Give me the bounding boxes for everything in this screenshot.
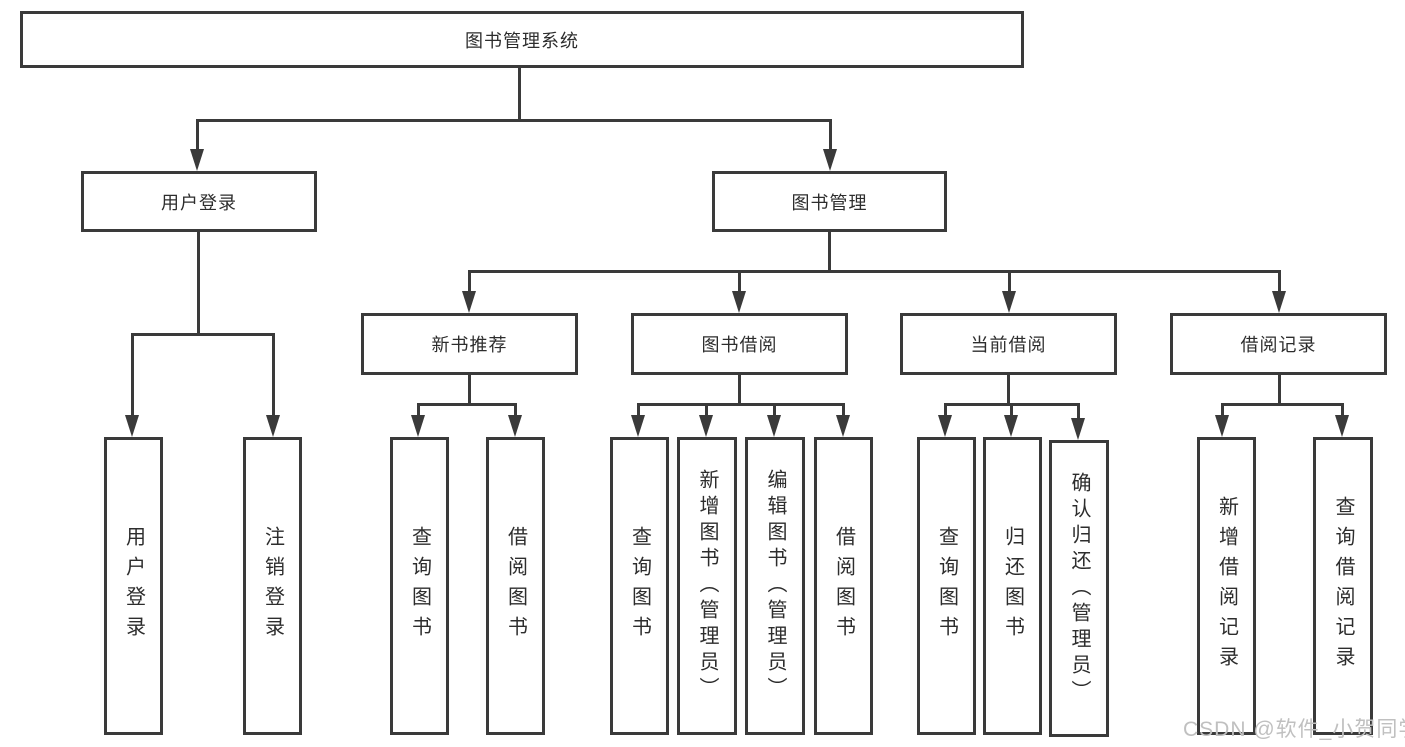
arrow-down-icon bbox=[125, 415, 139, 437]
leaf-borrow-borrow-label: 借阅图书 bbox=[832, 526, 855, 646]
leaf-borrow-query: 查询图书 bbox=[610, 437, 669, 735]
connector-arrow-shaft bbox=[196, 119, 199, 151]
leaf-borrow-edit-admin-label: 编辑图书（管理员） bbox=[764, 469, 786, 703]
arrow-down-icon bbox=[1215, 415, 1229, 437]
leaf-current-confirm-admin: 确认归还（管理员） bbox=[1049, 440, 1109, 737]
arrow-down-icon bbox=[631, 415, 645, 437]
leaf-newbook-query: 查询图书 bbox=[390, 437, 449, 735]
connector-arrow-shaft bbox=[829, 119, 832, 151]
arrow-down-icon bbox=[1071, 418, 1085, 440]
node-book-management-label: 图书管理 bbox=[791, 192, 868, 213]
leaf-records-query-label: 查询借阅记录 bbox=[1332, 496, 1354, 676]
connector-arrow-shaft bbox=[1010, 403, 1013, 416]
connector-level1-rail bbox=[197, 119, 832, 122]
leaf-logout: 注销登录 bbox=[243, 437, 302, 735]
leaf-borrow-add-admin: 新增图书（管理员） bbox=[677, 437, 737, 735]
arrow-down-icon bbox=[508, 415, 522, 437]
arrow-down-icon bbox=[1272, 291, 1286, 313]
leaf-newbook-borrow: 借阅图书 bbox=[486, 437, 545, 735]
connector-user-login-trunk bbox=[197, 232, 200, 334]
leaf-current-query-label: 查询图书 bbox=[935, 526, 958, 646]
arrow-down-icon bbox=[732, 291, 746, 313]
leaf-borrow-query-label: 查询图书 bbox=[628, 526, 651, 646]
connector-arrow-shaft bbox=[842, 403, 845, 416]
leaf-current-confirm-admin-label: 确认归还（管理员） bbox=[1068, 471, 1090, 706]
connector-arrow-shaft bbox=[944, 403, 947, 416]
node-new-book-recommend-label: 新书推荐 bbox=[431, 335, 508, 355]
leaf-current-return-label: 归还图书 bbox=[1001, 526, 1024, 646]
watermark: CSDN @软件_小贺同学 bbox=[1183, 718, 1405, 741]
node-current-borrow: 当前借阅 bbox=[900, 313, 1117, 375]
leaf-records-add-label: 新增借阅记录 bbox=[1215, 496, 1238, 676]
leaf-logout-label: 注销登录 bbox=[261, 526, 284, 646]
connector-root-trunk bbox=[518, 68, 521, 120]
arrow-down-icon bbox=[836, 415, 850, 437]
connector-arrow-shaft bbox=[773, 403, 776, 416]
connector-arrow-shaft bbox=[1221, 403, 1224, 416]
connector-arrow-shaft bbox=[1341, 403, 1344, 416]
connector-arrow-shaft bbox=[417, 403, 420, 416]
connector-records-rail bbox=[1222, 403, 1343, 406]
node-book-borrow-label: 图书借阅 bbox=[701, 335, 778, 355]
leaf-newbook-borrow-label: 借阅图书 bbox=[504, 526, 527, 646]
node-book-management: 图书管理 bbox=[712, 171, 947, 232]
connector-borrow-trunk bbox=[738, 375, 741, 405]
connector-level3-rail bbox=[469, 270, 1280, 273]
connector-arrow-shaft bbox=[738, 270, 741, 292]
leaf-user-login-label: 用户登录 bbox=[122, 526, 145, 646]
node-root: 图书管理系统 bbox=[20, 11, 1024, 68]
connector-user-login-rail bbox=[132, 333, 274, 336]
arrow-down-icon bbox=[699, 415, 713, 437]
connector-newbook-rail bbox=[418, 403, 516, 406]
node-current-borrow-label: 当前借阅 bbox=[970, 335, 1047, 355]
arrow-down-icon bbox=[823, 149, 837, 171]
connector-arrow-shaft bbox=[514, 403, 517, 416]
leaf-current-return: 归还图书 bbox=[983, 437, 1042, 735]
arrow-down-icon bbox=[767, 415, 781, 437]
connector-arrow-shaft bbox=[1278, 270, 1281, 292]
arrow-down-icon bbox=[1004, 415, 1018, 437]
connector-records-trunk bbox=[1278, 375, 1281, 405]
arrow-down-icon bbox=[1002, 291, 1016, 313]
connector-arrow-shaft bbox=[1077, 403, 1080, 418]
arrow-down-icon bbox=[190, 149, 204, 171]
leaf-borrow-borrow: 借阅图书 bbox=[814, 437, 873, 735]
connector-book-mgmt-trunk bbox=[828, 232, 831, 272]
connector-arrow-shaft bbox=[1008, 270, 1011, 292]
leaf-user-login: 用户登录 bbox=[104, 437, 163, 735]
node-user-login: 用户登录 bbox=[81, 171, 317, 232]
node-borrow-records: 借阅记录 bbox=[1170, 313, 1387, 375]
leaf-records-add: 新增借阅记录 bbox=[1197, 437, 1256, 735]
connector-current-trunk bbox=[1007, 375, 1010, 405]
connector-arrow-shaft bbox=[272, 333, 275, 415]
connector-borrow-rail bbox=[638, 403, 844, 406]
leaf-records-query: 查询借阅记录 bbox=[1313, 437, 1373, 735]
node-book-borrow: 图书借阅 bbox=[631, 313, 848, 375]
node-new-book-recommend: 新书推荐 bbox=[361, 313, 578, 375]
connector-arrow-shaft bbox=[705, 403, 708, 416]
node-user-login-label: 用户登录 bbox=[161, 192, 237, 213]
arrow-down-icon bbox=[462, 291, 476, 313]
arrow-down-icon bbox=[266, 415, 280, 437]
leaf-current-query: 查询图书 bbox=[917, 437, 976, 735]
arrow-down-icon bbox=[938, 415, 952, 437]
leaf-borrow-add-admin-label: 新增图书（管理员） bbox=[696, 469, 718, 703]
leaf-borrow-edit-admin: 编辑图书（管理员） bbox=[745, 437, 805, 735]
node-borrow-records-label: 借阅记录 bbox=[1240, 335, 1317, 355]
arrow-down-icon bbox=[411, 415, 425, 437]
connector-arrow-shaft bbox=[131, 333, 134, 415]
node-root-label: 图书管理系统 bbox=[465, 30, 579, 51]
connector-arrow-shaft bbox=[468, 270, 471, 292]
connector-newbook-trunk bbox=[468, 375, 471, 405]
connector-arrow-shaft bbox=[637, 403, 640, 416]
arrow-down-icon bbox=[1335, 415, 1349, 437]
leaf-newbook-query-label: 查询图书 bbox=[408, 526, 431, 646]
